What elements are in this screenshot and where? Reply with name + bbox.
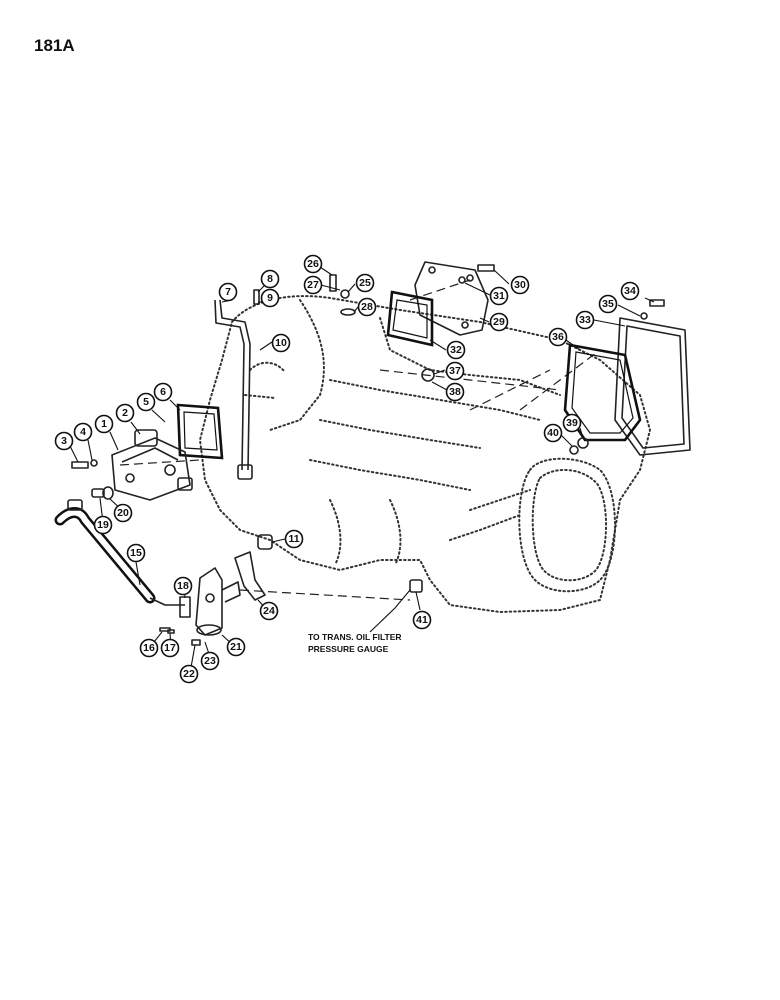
svg-text:38: 38: [449, 386, 461, 398]
callout-9: 9: [260, 288, 280, 308]
svg-text:6: 6: [160, 386, 166, 398]
callout-40: 40: [543, 423, 563, 443]
callout-7: 7: [218, 282, 238, 302]
callout-39: 39: [562, 413, 582, 433]
callout-25: 25: [355, 273, 375, 293]
svg-text:41: 41: [416, 614, 428, 626]
svg-text:31: 31: [493, 290, 505, 302]
cover-plate-29: [414, 261, 489, 336]
gasket-6: [176, 403, 224, 460]
svg-text:28: 28: [361, 301, 373, 313]
oil-tube-7: [214, 299, 253, 480]
gasket-36: [563, 343, 642, 442]
callout-36: 36: [548, 327, 568, 347]
svg-text:23: 23: [204, 655, 216, 667]
callout-38: 38: [445, 382, 465, 402]
svg-text:36: 36: [552, 331, 564, 343]
svg-text:29: 29: [493, 316, 505, 328]
svg-text:8: 8: [267, 273, 273, 285]
callout-11: 11: [284, 529, 304, 549]
callout-19: 19: [93, 515, 113, 535]
callout-26: 26: [303, 254, 323, 274]
callout-27: 27: [303, 275, 323, 295]
callout-32: 32: [446, 340, 466, 360]
svg-text:40: 40: [547, 427, 559, 439]
callout-10: 10: [271, 333, 291, 353]
svg-text:5: 5: [143, 396, 149, 408]
callout-33: 33: [575, 310, 595, 330]
callout-24: 24: [259, 601, 279, 621]
callout-37: 37: [445, 361, 465, 381]
callout-28: 28: [357, 297, 377, 317]
svg-text:35: 35: [602, 298, 614, 310]
callout-41: 41: [412, 610, 432, 630]
svg-text:33: 33: [579, 314, 591, 326]
page-number: 181A: [34, 36, 75, 55]
svg-text:1: 1: [101, 418, 107, 430]
callout-23: 23: [200, 651, 220, 671]
callout-15: 15: [126, 543, 146, 563]
callout-20: 20: [113, 503, 133, 523]
svg-text:27: 27: [307, 279, 319, 291]
svg-text:17: 17: [164, 642, 176, 654]
valve-21: [179, 567, 241, 636]
svg-text:19: 19: [97, 519, 109, 531]
svg-text:16: 16: [143, 642, 155, 654]
callout-31: 31: [489, 286, 509, 306]
svg-text:18: 18: [177, 580, 189, 592]
note-line-2: PRESSURE GAUGE: [308, 644, 389, 654]
callout-22: 22: [179, 664, 199, 684]
callout-4: 4: [73, 422, 93, 442]
callout-8: 8: [260, 269, 280, 289]
callout-17: 17: [160, 638, 180, 658]
svg-text:25: 25: [359, 277, 371, 289]
svg-text:39: 39: [566, 417, 578, 429]
callout-18: 18: [173, 576, 193, 596]
callout-5: 5: [136, 392, 156, 412]
svg-text:11: 11: [288, 533, 299, 545]
bracket-24: [234, 551, 266, 601]
svg-text:20: 20: [117, 507, 129, 519]
svg-text:7: 7: [225, 286, 231, 298]
callout-35: 35: [598, 294, 618, 314]
alignment-lines: [119, 279, 601, 601]
svg-text:24: 24: [263, 605, 275, 617]
svg-text:30: 30: [514, 279, 526, 291]
valve-assembly-2: [111, 429, 193, 501]
svg-text:9: 9: [267, 292, 273, 304]
svg-text:15: 15: [130, 547, 142, 559]
svg-text:2: 2: [122, 407, 128, 419]
svg-text:32: 32: [450, 344, 462, 356]
callout-21: 21: [226, 637, 246, 657]
svg-text:21: 21: [230, 641, 242, 653]
callout-30: 30: [510, 275, 530, 295]
note-line-1: TO TRANS. OIL FILTER: [308, 632, 402, 642]
svg-text:4: 4: [80, 426, 86, 438]
svg-text:10: 10: [275, 337, 287, 349]
hardware: [71, 264, 665, 646]
svg-text:37: 37: [449, 365, 461, 377]
svg-text:22: 22: [183, 668, 195, 680]
callout-3: 3: [54, 431, 74, 451]
callout-34: 34: [620, 281, 640, 301]
hose-15: [54, 499, 185, 606]
callout-29: 29: [489, 312, 509, 332]
svg-text:3: 3: [61, 435, 67, 447]
gasket-32: [386, 290, 434, 347]
cover-plate-33: [614, 317, 691, 456]
callout-2: 2: [115, 403, 135, 423]
callout-1: 1: [94, 414, 114, 434]
svg-text:26: 26: [307, 258, 319, 270]
callout-6: 6: [153, 382, 173, 402]
svg-text:34: 34: [624, 285, 636, 297]
callout-16: 16: [139, 638, 159, 658]
